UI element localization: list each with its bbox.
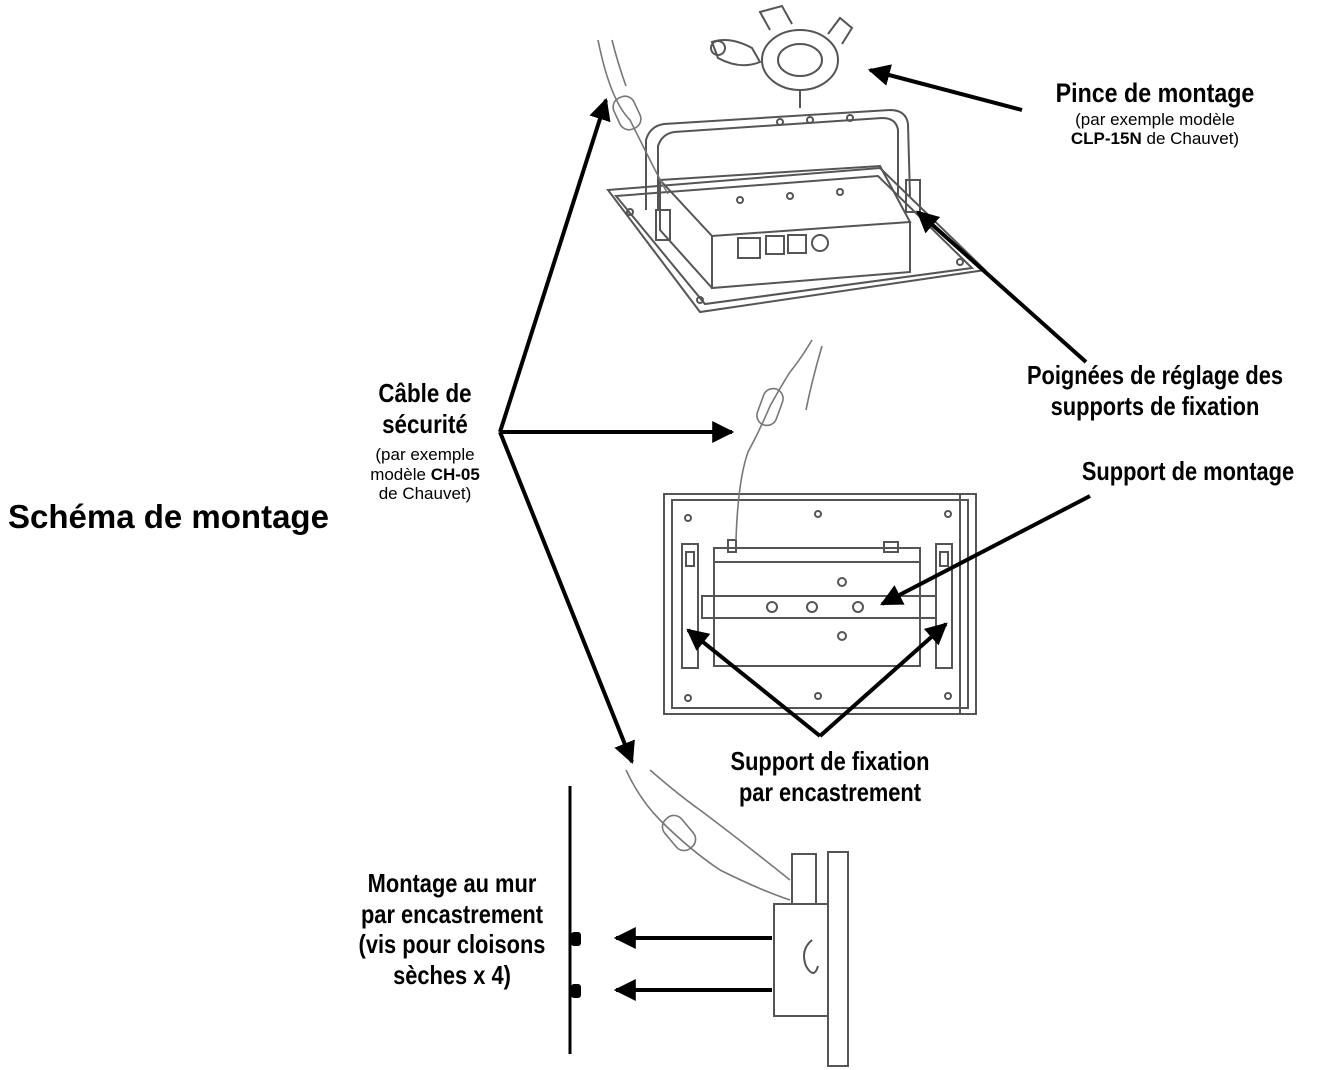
annotation-arrows: [498, 64, 1091, 1001]
bottom-fixture-illustration: [773, 851, 849, 1067]
label-support-montage: Support de montage: [1081, 456, 1295, 486]
label-cable-line1: Câble de: [378, 378, 472, 408]
label-mur-line1: Montage au mur: [367, 868, 537, 898]
label-cable: Câble de sécurité (par exemple modèle CH…: [340, 378, 510, 504]
label-pince-note: (par exemple modèle CLP-15N de Chauvet): [1070, 109, 1240, 149]
safety-cable-top: [597, 39, 669, 195]
label-poignees-line1: Poignées de réglage des: [1026, 360, 1284, 390]
middle-fixture-illustration: [663, 493, 977, 715]
label-poignees: Poignées de réglage des supports de fixa…: [970, 360, 1326, 421]
diagram-title: Schéma de montage: [8, 498, 329, 535]
arrow-cable-bottom: [498, 431, 635, 765]
label-mur-line4: sèches x 4): [393, 960, 511, 991]
arrow-support-montage: [880, 494, 1091, 606]
arrow-fixation-left: [686, 628, 822, 738]
label-mur-line2: par encastrement: [360, 898, 544, 929]
safety-cable-bottom: [625, 769, 791, 901]
clamp-illustration: [710, 4, 854, 108]
top-fixture-illustration: [606, 108, 988, 314]
label-support-fixation-line1: Support de fixation: [730, 746, 930, 776]
label-pince-title: Pince de montage: [1055, 78, 1255, 108]
label-mur-line3: (vis pour cloisons: [358, 929, 546, 960]
arrow-cable-top: [498, 97, 611, 433]
label-mur: Montage au mur par encastrement (vis pou…: [322, 868, 582, 991]
arrow-poignees: [916, 210, 1088, 364]
arrow-pince: [867, 64, 1023, 112]
label-cable-line2: sécurité: [382, 408, 468, 439]
label-cable-note: (par exemple modèle CH-05 de Chauvet): [370, 445, 480, 504]
label-pince: Pince de montage (par exemple modèle CLP…: [1000, 78, 1310, 149]
arrow-fixation-right: [818, 622, 948, 738]
safety-cable-middle: [735, 339, 823, 541]
wall-screws: [571, 932, 581, 998]
label-support-fixation-line2: par encastrement: [738, 776, 922, 807]
label-poignees-line2: supports de fixation: [1050, 390, 1260, 421]
label-support-fixation: Support de fixation par encastrement: [680, 746, 980, 807]
